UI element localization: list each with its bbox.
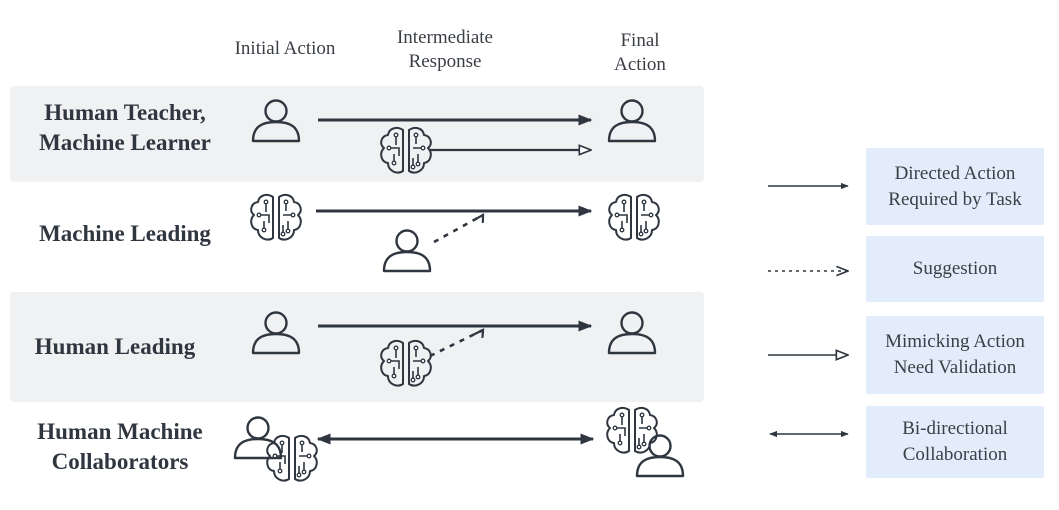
brain-circuit-icon [250, 193, 302, 241]
person-icon [233, 416, 283, 460]
row-label-line: Human Leading [34, 334, 196, 359]
brain-circuit-icon [380, 339, 432, 387]
row-label-human-leading: Human Leading [10, 332, 220, 362]
person-icon [251, 99, 301, 143]
legend-label-line: Need Validation [893, 357, 1017, 378]
legend-label-line: Bi-directional [902, 418, 1008, 439]
initial-action-label: Initial Action [234, 38, 336, 59]
legend-box-suggestion: Suggestion [866, 236, 1044, 302]
row-label-machine-leading: Machine Leading [20, 219, 230, 249]
person-icon [607, 99, 657, 143]
row-label-human-teacher-machine-learner: Human Teacher, Machine Learner [20, 98, 230, 158]
brain-circuit-icon [380, 126, 432, 174]
row-label-line: Machine Leading [39, 221, 211, 246]
suggestion-arrow [433, 215, 483, 244]
intermediate-label-line1: Intermediate [396, 27, 493, 48]
row-band-human-leading [10, 292, 704, 402]
legend-label-line: Collaboration [902, 444, 1008, 465]
brain-circuit-icon [608, 193, 660, 241]
final-label-line2: Action [614, 54, 666, 75]
row-label-line: Human Teacher, [44, 100, 206, 125]
legend-label-line: Mimicking Action [885, 331, 1025, 352]
intermediate-label-line2: Response [408, 51, 482, 72]
row-band-human-teacher [10, 86, 704, 182]
person-icon [382, 229, 432, 273]
column-header-initial-action: Initial Action [210, 37, 360, 61]
person-icon [251, 311, 301, 355]
legend-box-directed-action: Directed Action Required by Task [866, 148, 1044, 225]
final-label-line1: Final [620, 30, 660, 51]
legend-label-line: Suggestion [912, 258, 998, 279]
suggestion-arrow [429, 330, 483, 358]
legend-label-line: Directed Action [894, 162, 1016, 184]
row-label-line: Collaborators [51, 449, 189, 474]
legend-label-line: Required by Task [888, 188, 1022, 210]
row-label-line: Machine Learner [39, 130, 211, 155]
row-label-human-machine-collaborators: Human Machine Collaborators [20, 417, 220, 477]
column-header-final-action: Final Action [580, 29, 700, 77]
person-icon [607, 311, 657, 355]
brain-circuit-icon [266, 434, 318, 482]
legend-box-mimicking-action: Mimicking Action Need Validation [866, 316, 1044, 394]
column-header-intermediate-response: Intermediate Response [370, 26, 520, 74]
legend-box-bidirectional: Bi-directional Collaboration [866, 406, 1044, 478]
row-label-line: Human Machine [37, 419, 203, 444]
